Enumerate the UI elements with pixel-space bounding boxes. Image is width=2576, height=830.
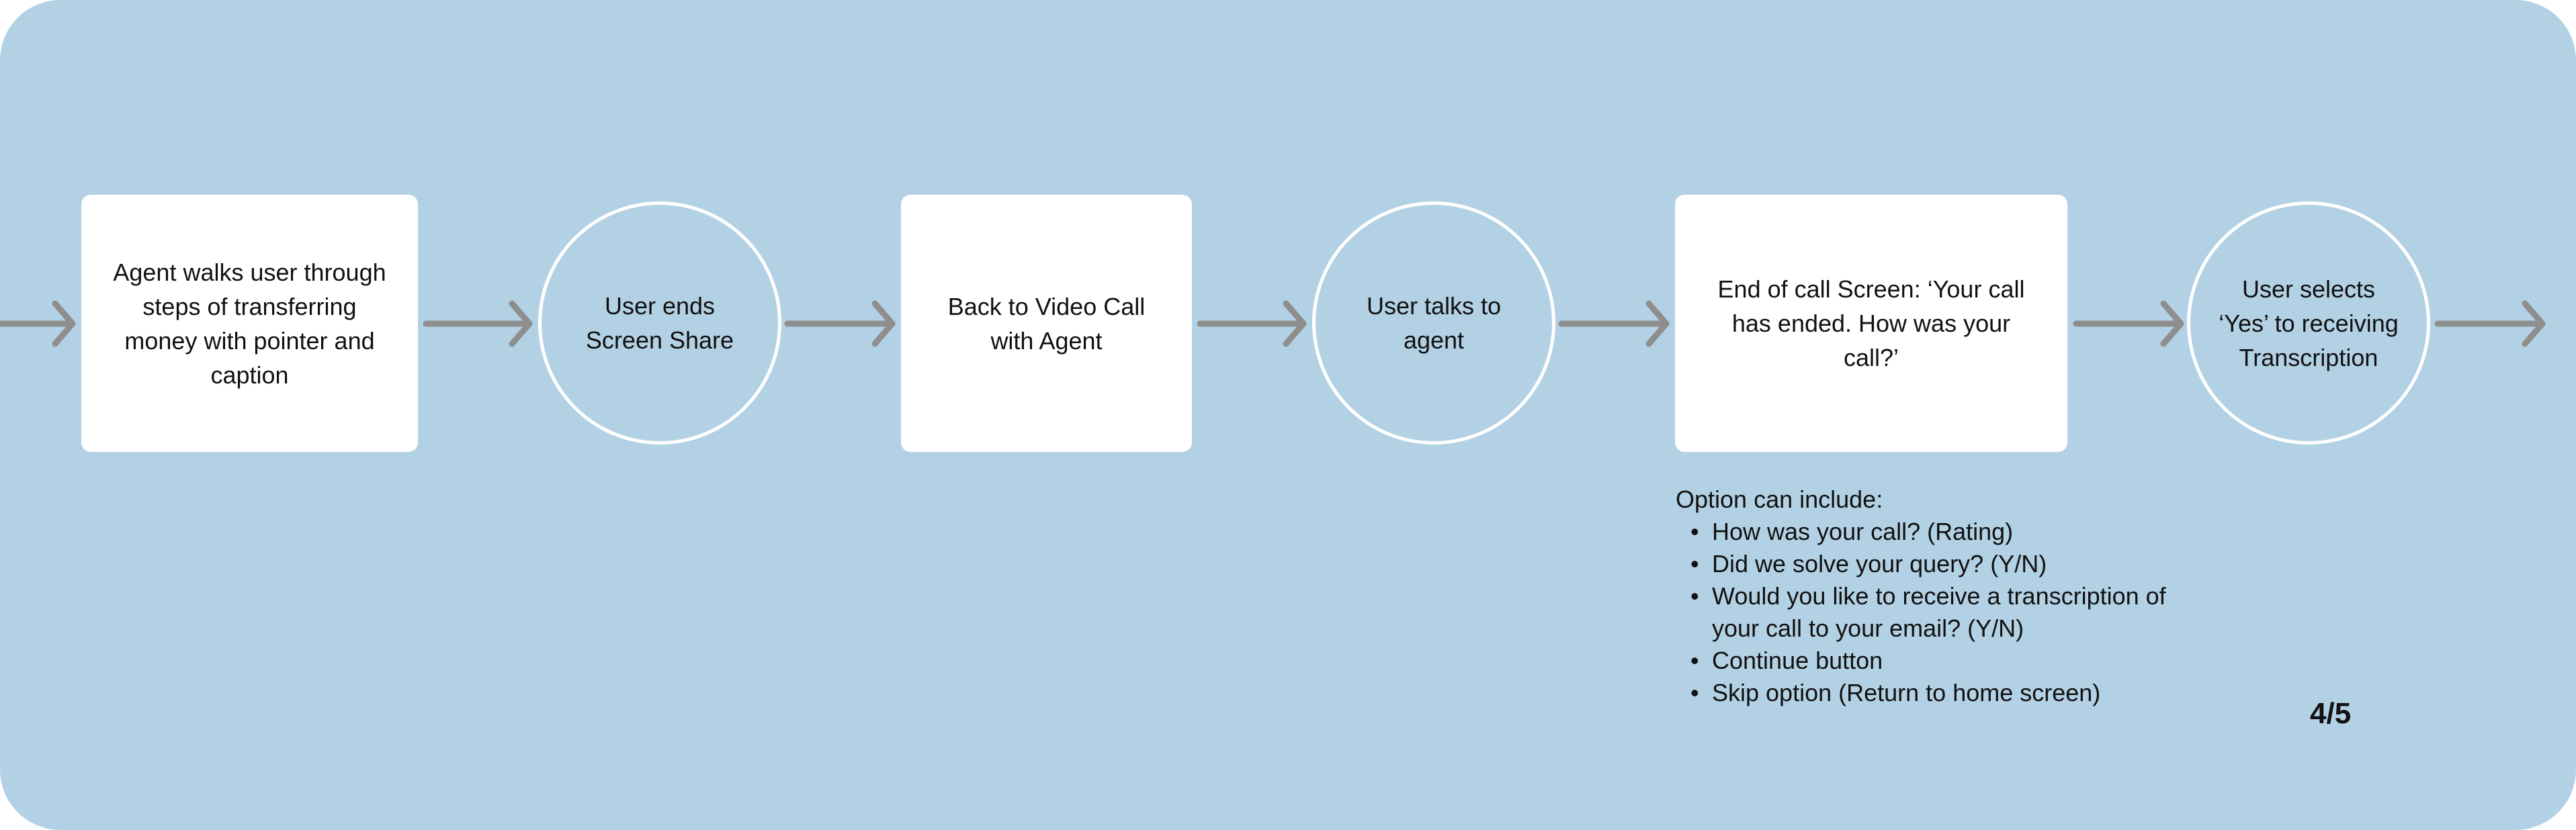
step-label: User talks to agent bbox=[1366, 292, 1502, 354]
end-of-call-options-note: Option can include: How was your call? (… bbox=[1676, 483, 2186, 709]
notes-heading: Option can include: bbox=[1676, 486, 1883, 513]
process-step-back-to-video-call: Back to Video Call with Agent bbox=[901, 195, 1192, 452]
step-label: User selects ‘Yes’ to receiving Transcri… bbox=[2219, 275, 2399, 371]
page-indicator: 4/5 bbox=[2310, 697, 2352, 730]
event-step-user-ends-screen-share: User ends Screen Share bbox=[538, 201, 781, 445]
arrow-connector bbox=[423, 300, 533, 347]
event-step-user-talks-to-agent: User talks to agent bbox=[1312, 201, 1555, 445]
option-item: Did we solve your query? (Y/N) bbox=[1676, 548, 2186, 580]
option-item: Continue button bbox=[1676, 645, 2186, 677]
option-item: Skip option (Return to home screen) bbox=[1676, 677, 2186, 709]
process-step-agent-walkthrough: Agent walks user through steps of transf… bbox=[81, 195, 418, 452]
step-label: Back to Video Call with Agent bbox=[947, 292, 1146, 355]
step-label: User ends Screen Share bbox=[585, 292, 734, 354]
option-item: Would you like to receive a transcriptio… bbox=[1676, 580, 2186, 645]
options-list: How was your call? (Rating) Did we solve… bbox=[1676, 516, 2186, 709]
arrow-connector bbox=[1197, 300, 1307, 347]
arrow-connector bbox=[2434, 300, 2546, 347]
step-label: End of call Screen: ‘Your call has ended… bbox=[1717, 275, 2025, 371]
step-label: Agent walks user through steps of transf… bbox=[113, 258, 386, 389]
event-step-user-selects-transcription: User selects ‘Yes’ to receiving Transcri… bbox=[2187, 201, 2430, 445]
arrow-connector bbox=[2073, 300, 2184, 347]
arrow-connector bbox=[784, 300, 896, 347]
option-item: How was your call? (Rating) bbox=[1676, 516, 2186, 548]
process-step-end-of-call-screen: End of call Screen: ‘Your call has ended… bbox=[1675, 195, 2067, 452]
arrow-connector bbox=[1558, 300, 1670, 347]
arrow-connector bbox=[0, 300, 76, 347]
